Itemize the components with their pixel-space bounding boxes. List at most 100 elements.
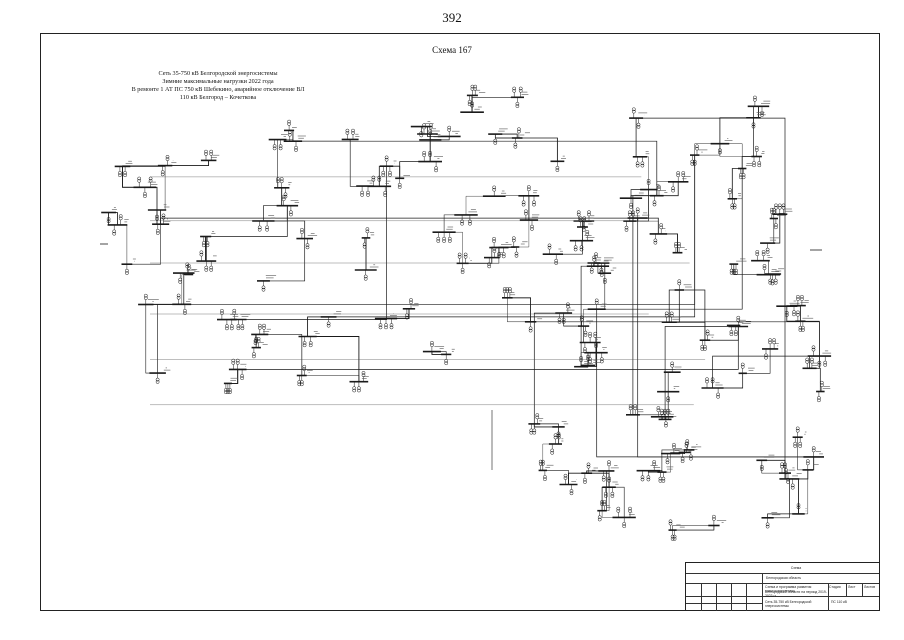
transformer-winding-icon — [165, 157, 170, 161]
transformer-winding-icon — [512, 86, 517, 91]
transformer-winding-icon — [736, 315, 741, 320]
transformer-winding-icon — [672, 534, 677, 539]
transformer-winding-icon — [736, 318, 741, 322]
transformer-winding-icon — [576, 210, 581, 215]
transformer-winding-icon — [547, 243, 552, 248]
transformer-winding-icon — [118, 173, 122, 178]
transformer-winding-icon — [308, 341, 313, 345]
transformer-winding-icon — [635, 163, 640, 168]
transformer-winding-icon — [631, 210, 635, 215]
transformer-winding-icon — [755, 252, 760, 257]
transformer-winding-icon — [521, 202, 526, 207]
transformer-winding-icon — [753, 97, 757, 102]
transformer-winding-icon — [674, 242, 678, 246]
transformer-winding-icon — [768, 340, 772, 345]
transformer-winding-icon — [765, 247, 770, 252]
transformer-winding-icon — [684, 444, 689, 448]
transformer-winding-icon — [666, 411, 671, 415]
transmission-line — [656, 181, 679, 196]
transformer-winding-icon — [636, 122, 641, 127]
transmission-line — [507, 297, 531, 323]
transformer-winding-icon — [729, 268, 734, 273]
stamp-col-stage: Стадия — [829, 585, 841, 589]
trunk-line — [637, 218, 814, 458]
transformer-winding-icon — [795, 426, 800, 431]
transformer-winding-icon — [240, 326, 245, 331]
transmission-line — [640, 156, 649, 190]
transformer-winding-icon — [555, 168, 560, 172]
transformer-winding-icon — [582, 216, 587, 221]
transformer-winding-icon — [487, 264, 492, 269]
transformer-winding-icon — [526, 185, 531, 189]
transmission-line — [601, 510, 625, 518]
transformer-winding-icon — [734, 268, 738, 273]
transformer-winding-icon — [434, 166, 438, 170]
transformer-winding-icon — [240, 376, 244, 381]
transformer-winding-icon — [602, 502, 607, 507]
caption-line: В ремонте 1 АТ ПС 750 кВ Шебекино, авари… — [131, 86, 305, 93]
stamp-col-sheets: Листов — [864, 585, 876, 589]
transformer-winding-icon — [593, 331, 598, 336]
transformer-winding-icon — [640, 161, 645, 166]
transformer-winding-icon — [759, 464, 764, 469]
transmission-line — [672, 525, 714, 531]
transformer-winding-icon — [823, 363, 828, 367]
transformer-winding-icon — [710, 379, 715, 384]
transformer-winding-icon — [365, 229, 370, 234]
transformer-winding-icon — [676, 173, 681, 178]
transformer-winding-icon — [774, 205, 778, 210]
transformer-winding-icon — [798, 325, 803, 330]
transformer-winding-icon — [677, 281, 682, 286]
transformer-winding-icon — [517, 129, 521, 134]
transformer-winding-icon — [653, 238, 658, 243]
transformer-winding-icon — [689, 456, 693, 461]
transformer-winding-icon — [603, 494, 608, 498]
transformer-winding-icon — [801, 325, 805, 330]
transmission-line — [263, 205, 288, 222]
transformer-winding-icon — [556, 435, 561, 440]
transformer-winding-icon — [447, 239, 452, 243]
transmission-line — [637, 217, 659, 234]
transformer-winding-icon — [588, 359, 592, 364]
transformer-winding-icon — [553, 433, 558, 438]
transformer-winding-icon — [460, 221, 464, 226]
transformer-winding-icon — [732, 205, 737, 210]
transformer-winding-icon — [633, 406, 638, 411]
transformer-winding-icon — [366, 193, 370, 197]
transformer-winding-icon — [513, 142, 518, 147]
transformer-winding-icon — [518, 88, 523, 93]
transformer-winding-icon — [389, 325, 394, 330]
transformer-winding-icon — [810, 357, 814, 362]
transformer-winding-icon — [685, 439, 690, 443]
transformer-winding-icon — [607, 460, 611, 464]
transformer-winding-icon — [388, 170, 392, 175]
transformer-winding-icon — [752, 163, 756, 168]
transformer-winding-icon — [357, 388, 361, 393]
transformer-winding-icon — [384, 323, 388, 327]
transformer-winding-icon — [497, 254, 501, 259]
transformer-winding-icon — [265, 227, 269, 232]
transformer-winding-icon — [677, 279, 682, 284]
transformer-winding-icon — [581, 227, 586, 232]
transformer-winding-icon — [397, 182, 402, 187]
transformer-winding-icon — [514, 251, 519, 256]
transformer-winding-icon — [607, 476, 611, 481]
transformer-winding-icon — [731, 268, 736, 273]
transformer-winding-icon — [473, 87, 478, 91]
transformer-winding-icon — [529, 430, 534, 435]
transformer-winding-icon — [583, 347, 587, 351]
transformer-winding-icon — [430, 340, 434, 345]
transformer-winding-icon — [178, 280, 183, 284]
transformer-winding-icon — [302, 341, 307, 345]
transmission-line — [761, 460, 785, 474]
transformer-winding-icon — [629, 205, 633, 209]
transformer-winding-icon — [796, 297, 800, 301]
transformer-winding-icon — [796, 505, 801, 510]
transformer-winding-icon — [594, 344, 598, 349]
transformer-winding-icon — [468, 221, 472, 226]
transformer-winding-icon — [201, 243, 206, 248]
transmission-line — [656, 181, 679, 197]
transmission-line — [586, 472, 610, 488]
transmission-line — [563, 313, 584, 327]
transformer-winding-icon — [155, 214, 159, 219]
